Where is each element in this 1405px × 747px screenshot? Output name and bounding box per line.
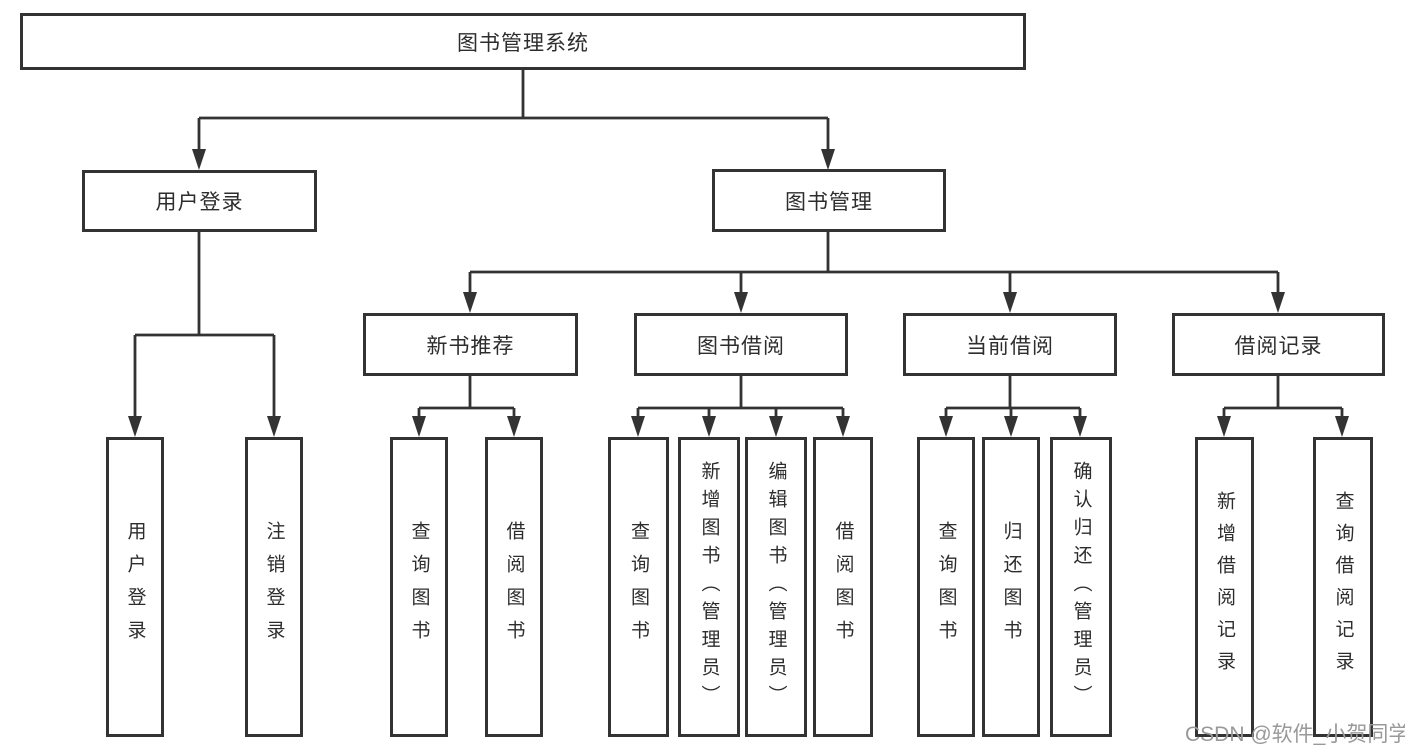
node-label: 借阅图书 (503, 521, 525, 653)
node-label: 当前借阅 (966, 334, 1054, 358)
node-label: 图书管理 (785, 190, 873, 214)
node-leaf-logout: 注销登录 (245, 437, 303, 737)
node-label: 新增图书（管理员） (698, 461, 720, 713)
node-leaf-add-borrow-record: 新增借阅记录 (1195, 437, 1254, 737)
arrowhead-icon (412, 416, 426, 437)
arrowhead-icon (1335, 416, 1349, 437)
node-label: 查询图书 (408, 521, 430, 653)
node-label: 查询借阅记录 (1332, 491, 1354, 683)
node-leaf-borrow-books: 借阅图书 (813, 437, 873, 737)
arrowhead-icon (1003, 292, 1017, 313)
arrowhead-icon (821, 149, 835, 170)
node-label: 用户登录 (155, 191, 244, 214)
arrowhead-icon (836, 416, 850, 437)
arrowhead-icon (1271, 292, 1285, 313)
node-label: 编辑图书（管理员） (765, 461, 787, 713)
node-label: 借阅记录 (1234, 334, 1323, 358)
node-label: 新书推荐 (426, 334, 515, 358)
arrowhead-icon (507, 416, 521, 437)
arrowhead-icon (1004, 416, 1018, 437)
node-book-management: 图书管理 (712, 169, 946, 232)
arrowhead-icon (702, 416, 716, 437)
node-leaf-query-books-current: 查询图书 (917, 437, 975, 737)
node-user-login: 用户登录 (82, 170, 317, 232)
node-leaf-confirm-return-admin: 确认归还（管理员） (1050, 437, 1112, 737)
arrowhead-icon (734, 292, 748, 313)
node-leaf-add-book-admin: 新增图书（管理员） (678, 437, 740, 737)
arrowhead-icon (1217, 416, 1231, 437)
connector-arrowheads (128, 149, 1349, 437)
arrowhead-icon (769, 416, 783, 437)
node-borrow-records: 借阅记录 (1172, 313, 1385, 376)
node-label: 用户登录 (124, 521, 146, 653)
arrowhead-icon (463, 292, 477, 313)
node-label: 借阅图书 (832, 521, 854, 653)
node-label: 新增借阅记录 (1214, 491, 1235, 683)
arrowhead-icon (267, 416, 281, 437)
node-new-book-recommend: 新书推荐 (363, 313, 578, 376)
node-label: 注销登录 (263, 521, 285, 653)
csdn-watermark: CSDN @软件_小贺同学 (1185, 723, 1405, 746)
node-current-borrow: 当前借阅 (903, 313, 1117, 376)
node-leaf-return-book: 归还图书 (982, 437, 1040, 737)
node-leaf-query-books-recommend: 查询图书 (390, 437, 448, 737)
node-book-borrow: 图书借阅 (634, 313, 848, 376)
arrowhead-icon (1073, 416, 1087, 437)
node-leaf-query-borrow-record: 查询借阅记录 (1313, 437, 1373, 737)
node-leaf-user-login: 用户登录 (106, 437, 164, 737)
node-label: 图书管理系统 (457, 31, 589, 55)
node-library-management-system: 图书管理系统 (20, 13, 1026, 70)
arrowhead-icon (128, 416, 142, 437)
node-label: 归还图书 (1000, 521, 1022, 653)
node-leaf-borrow-books-recommend: 借阅图书 (485, 437, 543, 737)
node-label: 确认归还（管理员） (1070, 461, 1092, 713)
arrowhead-icon (192, 149, 206, 170)
node-leaf-query-books-borrow: 查询图书 (608, 437, 669, 737)
node-leaf-edit-book-admin: 编辑图书（管理员） (745, 437, 807, 737)
arrowhead-icon (631, 416, 645, 437)
node-label: 图书借阅 (697, 334, 785, 358)
node-label: 查询图书 (628, 521, 649, 653)
arrowhead-icon (939, 416, 953, 437)
node-label: 查询图书 (935, 521, 957, 653)
